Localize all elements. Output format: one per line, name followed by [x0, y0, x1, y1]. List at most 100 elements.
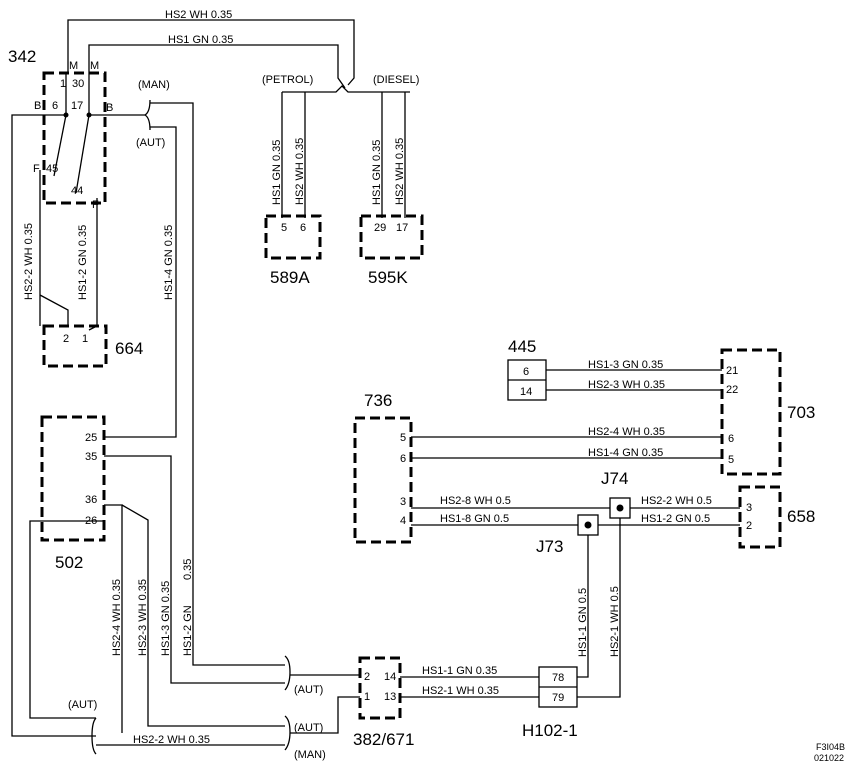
wire-label-658-hs1-2: HS1-2 GN 0.5: [641, 513, 710, 525]
label-664: 664: [115, 339, 143, 358]
wire-342-B-left: [11, 114, 96, 737]
label-658: 658: [787, 507, 815, 526]
pin-595-29: 29: [374, 222, 386, 234]
pin-342-45: 45: [46, 163, 58, 175]
label-382-671: 382/671: [353, 730, 414, 749]
label-502: 502: [55, 553, 83, 572]
wire-label-top-hs1: HS1 GN 0.35: [168, 34, 233, 46]
pin-502-35: 35: [85, 451, 97, 463]
wire-label-b-hs2-3: HS2-3 WH 0.35: [137, 579, 149, 656]
wire-label-hs1-1: HS1-1 GN 0.35: [422, 665, 497, 677]
pin-658-2: 2: [746, 520, 752, 532]
wire-label-diesel-hs1: HS1 GN 0.35: [371, 140, 383, 205]
pin-342-m2: M: [90, 60, 99, 72]
component-595K-box: [359, 214, 424, 260]
pin-736-3: 3: [400, 496, 406, 508]
variant-aut-mid: (AUT): [294, 684, 323, 696]
label-589A: 589A: [270, 268, 310, 287]
wire-man-top: [150, 102, 285, 666]
label-736: 736: [364, 391, 392, 410]
wire-top-hs1: [88, 44, 346, 89]
component-664-box: [42, 324, 108, 368]
wire-label-bottom-hs2-2: HS2-2 WH 0.35: [133, 734, 210, 746]
junction-j74-dot: [616, 504, 624, 512]
variant-aut-left: (AUT): [68, 699, 97, 711]
pin-445-14: 14: [520, 386, 532, 398]
pin-445-6: 6: [523, 366, 529, 378]
wire-label-jv-hs2-1: HS2-1 WH 0.5: [609, 586, 621, 657]
wire-label-736-hs1-4: HS1-4 GN 0.35: [588, 447, 663, 459]
wire-label-736-hs2-4: HS2-4 WH 0.35: [588, 426, 665, 438]
wire-label-petrol-hs1: HS1 GN 0.35: [271, 140, 283, 205]
wire-label-b-hs1-3: HS1-3 GN 0.35: [160, 581, 172, 656]
pin-595-17: 17: [396, 222, 408, 234]
wire-label-736-hs1-8: HS1-8 GN 0.5: [440, 513, 509, 525]
pin-342-44: 44: [71, 185, 83, 197]
wire-342-internal: [65, 73, 90, 115]
wire-petrol-diesel-split: [282, 85, 410, 93]
wire-hs2-1-v: [577, 518, 621, 698]
pin-h102-79: 79: [552, 692, 564, 704]
figure-code-line1: F3I04B: [816, 742, 845, 752]
component-589A-box: [264, 214, 322, 260]
wire-label-petrol-hs2: HS2 WH 0.35: [294, 138, 306, 205]
wire-label-b-0-35: 0.35: [182, 559, 194, 580]
label-j73: J73: [536, 537, 563, 556]
wire-label-658-hs2-2: HS2-2 WH 0.5: [641, 495, 712, 507]
label-h102-1: H102-1: [522, 721, 578, 740]
component-342-box: [42, 71, 107, 205]
pin-382-1: 1: [364, 691, 370, 703]
wire-label-b-hs2-4: HS2-4 WH 0.35: [111, 579, 123, 656]
pin-382-13: 13: [384, 691, 396, 703]
pin-h102-78: 78: [552, 672, 564, 684]
pin-342-f2: F: [92, 199, 99, 211]
label-445: 445: [508, 337, 536, 356]
wire-label-445-hs2-3: HS2-3 WH 0.35: [588, 379, 665, 391]
wire-hs2-2-to-664: [39, 170, 69, 326]
wire-label-hs2-2-wh: HS2-2 WH 0.35: [23, 223, 35, 300]
pin-589-5: 5: [281, 222, 287, 234]
pin-342-17: 17: [71, 100, 83, 112]
pin-502-26: 26: [85, 515, 97, 527]
wire-label-b-hs1-2: HS1-2 GN: [182, 605, 194, 656]
pin-342-b1: B: [34, 100, 41, 112]
pin-664-1: 1: [82, 333, 88, 345]
component-382-671-box: [358, 656, 402, 720]
component-502-box: [40, 415, 106, 542]
variant-petrol: (PETROL): [262, 74, 313, 86]
wire-top-hs2: [67, 19, 355, 86]
variant-aut-top: (AUT): [136, 137, 165, 149]
label-j74: J74: [601, 469, 628, 488]
wire-502-26: [29, 520, 104, 719]
pin-736-4: 4: [400, 515, 406, 527]
switch-aut-man-bottom: [284, 715, 291, 751]
pin-589-6: 6: [300, 222, 306, 234]
wire-label-hs2-1: HS2-1 WH 0.35: [422, 685, 499, 697]
pin-703-5: 5: [728, 454, 734, 466]
wire-label-hs1-2-gn: HS1-2 GN 0.35: [77, 225, 89, 300]
variant-man-bottom: (MAN): [294, 749, 326, 761]
label-595K: 595K: [368, 268, 408, 287]
wire-variant-drops: [281, 92, 406, 218]
pin-342-b2: B: [106, 102, 113, 114]
switch-man-aut-top: [143, 99, 151, 131]
pin-658-3: 3: [746, 502, 752, 514]
label-703: 703: [787, 403, 815, 422]
pin-382-2: 2: [364, 671, 370, 683]
pin-703-22: 22: [726, 384, 738, 396]
variant-diesel: (DIESEL): [373, 74, 419, 86]
wire-hs1-2-to-664: [88, 198, 98, 331]
pin-342-1: 1: [60, 78, 66, 90]
wire-label-736-hs2-8: HS2-8 WH 0.5: [440, 495, 511, 507]
switch-aut-man-bottom-left: [91, 717, 97, 755]
wire-hs2-3: [121, 504, 285, 727]
wire-label-diesel-hs2: HS2 WH 0.35: [394, 138, 406, 205]
wire-label-jv-hs1-1: HS1-1 GN 0.5: [577, 588, 589, 657]
wire-label-hs1-4-gn: HS1-4 GN 0.35: [163, 225, 175, 300]
pin-736-5: 5: [400, 432, 406, 444]
variant-man-top: (MAN): [138, 79, 170, 91]
pin-342-m1: M: [69, 60, 78, 72]
wire-aut-hs1-4: [104, 126, 177, 438]
